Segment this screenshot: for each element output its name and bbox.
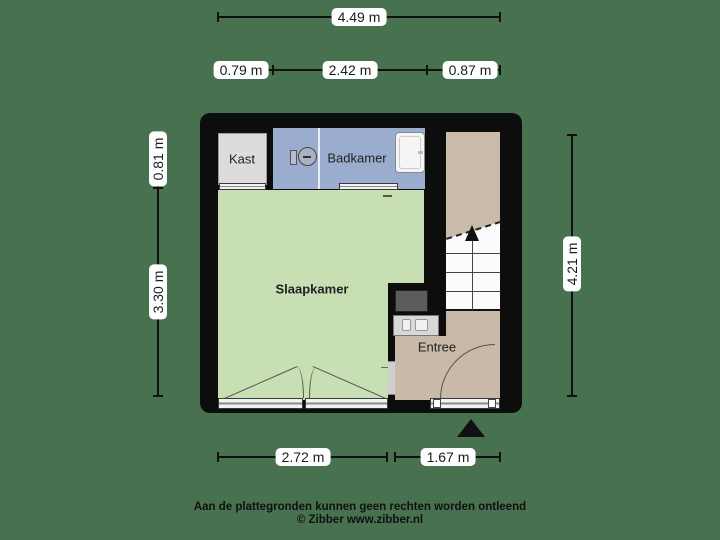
dim-label-top-seg-3: 0.87 m [442, 61, 498, 79]
room-label-slaapkamer: Slaapkamer [275, 281, 349, 297]
door-hinge-mark [488, 399, 496, 408]
dim-tick [567, 395, 577, 397]
stair-step-line [446, 291, 500, 292]
dim-tick [567, 134, 577, 136]
radiator-mark [383, 195, 392, 197]
meter-icon [415, 319, 428, 331]
room-label-entree: Entree [417, 339, 457, 355]
window-sill-right [305, 398, 388, 409]
badkamer-door-sill [339, 183, 398, 190]
meter-cupboard-icon [395, 290, 428, 312]
dim-tick [272, 65, 274, 75]
room-entree-floor-upper [446, 311, 500, 339]
french-door-right-arc [309, 367, 316, 398]
dim-label-right-total: 4.21 m [563, 236, 581, 292]
stair-step-line [446, 272, 500, 273]
dim-tick [499, 12, 501, 22]
stairs-landing [446, 132, 500, 239]
entrance-arrow-icon [457, 419, 485, 437]
doorway-swing-mark [381, 367, 392, 368]
dim-tick [386, 452, 388, 462]
stairs-center-line [472, 240, 473, 310]
room-kast-floor [218, 133, 267, 185]
door-hinge-mark [433, 399, 441, 408]
dim-tick [217, 452, 219, 462]
room-label-kast: Kast [228, 151, 256, 167]
badkamer-partition [318, 128, 320, 189]
dim-label-left-seg-2: 3.30 m [149, 264, 167, 320]
dim-label-top-total: 4.49 m [331, 8, 387, 26]
stairs-up-arrow-icon [465, 225, 479, 241]
dim-tick [394, 452, 396, 462]
stairs-bottom-line [446, 309, 500, 311]
dim-tick [499, 65, 501, 75]
kast-door-sill [219, 183, 266, 190]
footer: Aan de plattegronden kunnen geen rechten… [0, 501, 720, 527]
meter-icon [402, 319, 411, 331]
stair-step-line [446, 253, 500, 254]
dim-tick [426, 65, 428, 75]
window-sill-left [218, 398, 303, 409]
dim-label-left-seg-1: 0.81 m [149, 131, 167, 187]
dim-tick [499, 452, 501, 462]
staircase [446, 132, 501, 311]
meter-panel [393, 315, 439, 336]
dim-tick [153, 395, 163, 397]
bathtub-icon [395, 132, 425, 173]
dim-label-bottom-seg-2: 1.67 m [420, 448, 476, 466]
dim-label-bottom-seg-1: 2.72 m [275, 448, 331, 466]
dim-label-top-seg-2: 2.42 m [322, 61, 378, 79]
room-slaapkamer-floor-upper [218, 190, 424, 294]
toilet-icon [290, 146, 318, 168]
dim-tick [217, 12, 219, 22]
entree-doorway-opening [388, 361, 395, 395]
entree-door-sill [430, 398, 500, 409]
footer-disclaimer: Aan de plattegronden kunnen geen rechten… [193, 501, 527, 513]
footer-credit: © Zibber www.zibber.nl [296, 514, 424, 526]
dim-label-top-seg-1: 0.79 m [213, 61, 269, 79]
room-label-badkamer: Badkamer [327, 150, 387, 166]
dim-tick [153, 187, 163, 189]
